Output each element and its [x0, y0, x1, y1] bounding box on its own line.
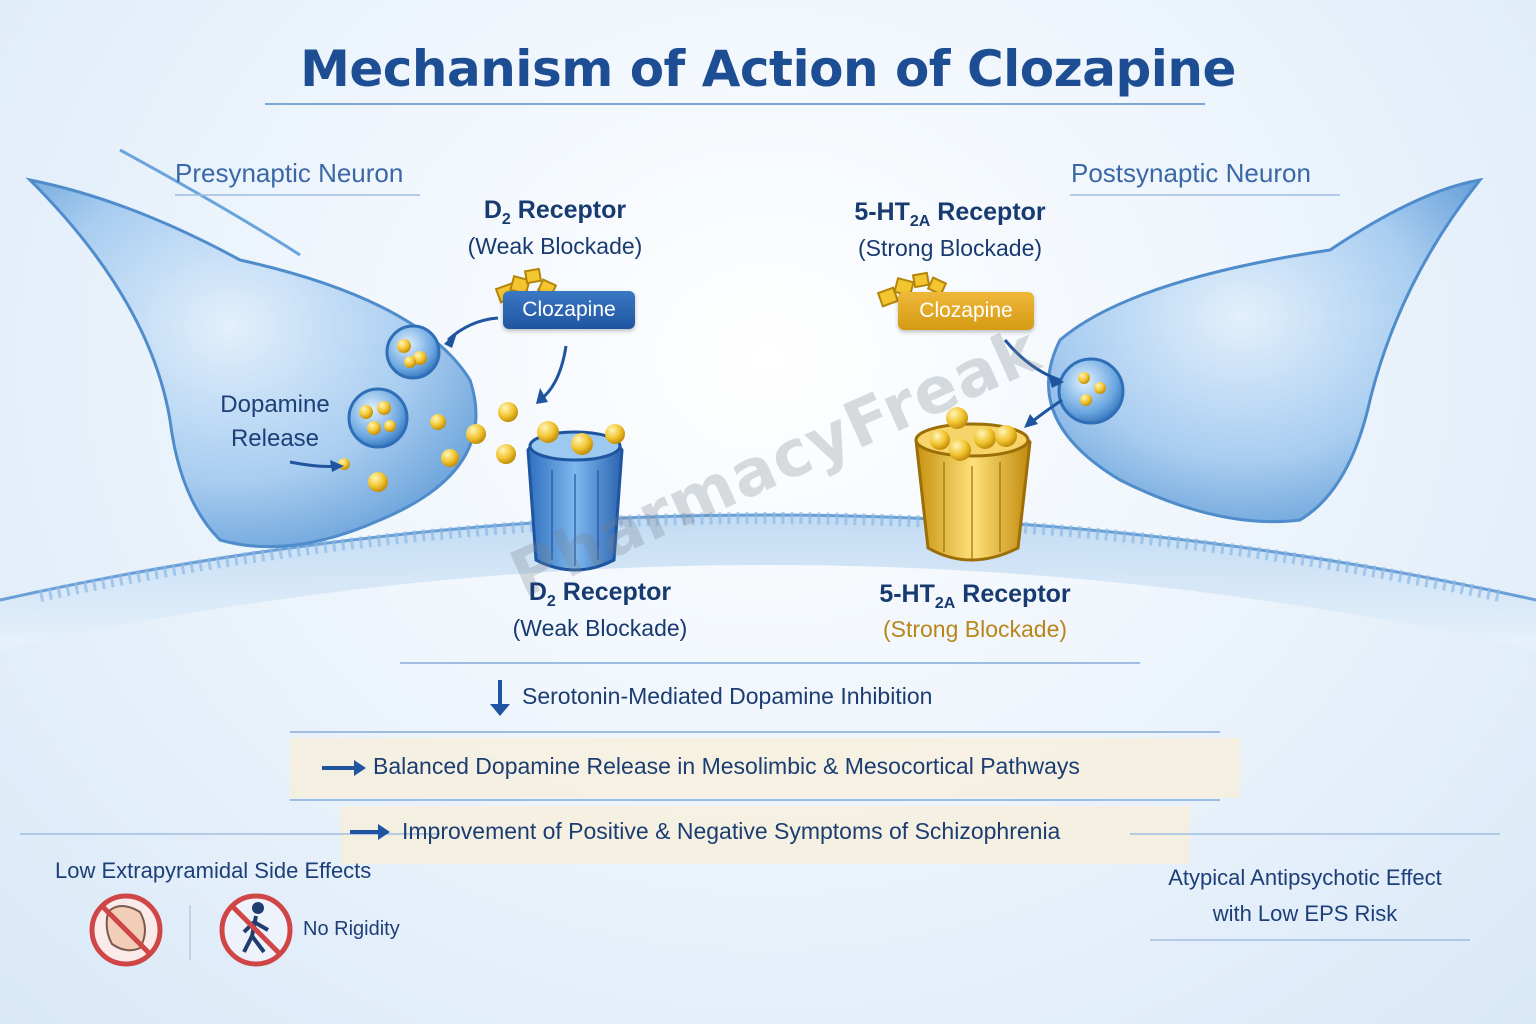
vesicle: [385, 324, 441, 380]
5ht2a-receptor-shape: [914, 407, 1032, 562]
clozapine-badge-blue: Clozapine: [503, 291, 635, 329]
clozapine-crystals-right: [876, 271, 948, 308]
d2-bottom-heading: D2 Receptor: [528, 578, 672, 610]
flow-step-1: Serotonin-Mediated Dopamine Inhibition: [522, 683, 933, 709]
vesicle: [1057, 357, 1125, 425]
d2-bottom-note: (Weak Blockade): [512, 615, 688, 641]
effect-summary: Atypical Antipsychotic Effect with Low E…: [1168, 865, 1442, 926]
postsynaptic-neuron-shape: [1047, 177, 1484, 524]
postsynaptic-membrane: [0, 515, 1536, 650]
flow-step-3: Improvement of Positive & Negative Sympt…: [402, 818, 1061, 844]
no-rigidity-label: No Rigidity: [303, 918, 400, 940]
presynaptic-neuron-label: Presynaptic Neuron: [175, 158, 404, 188]
presynaptic-neuron-shape: [25, 177, 478, 549]
d2-top-note: (Weak Blockade): [467, 233, 643, 259]
dopamine-release-label: Dopamine Release: [220, 391, 330, 452]
page-title: Mechanism of Action of Clozapine: [300, 40, 1236, 98]
d2-top-heading: D2 Receptor: [483, 196, 627, 228]
5ht2a-top-heading: 5-HT2A Receptor: [854, 198, 1046, 230]
dopamine-molecules: [338, 402, 518, 492]
postsynaptic-neuron-label: Postsynaptic Neuron: [1071, 158, 1311, 188]
d2-receptor-shape: [526, 421, 625, 572]
5ht2a-bottom-note: (Strong Blockade): [882, 616, 1068, 642]
5ht2a-top-note: (Strong Blockade): [857, 235, 1043, 261]
vesicle: [347, 387, 409, 449]
no-tremor-icon: [89, 893, 163, 967]
clozapine-badge-gold: Clozapine: [898, 292, 1034, 330]
flow-step-2: Balanced Dopamine Release in Mesolimbic …: [373, 753, 1080, 779]
5ht2a-bottom-heading: 5-HT2A Receptor: [879, 580, 1071, 612]
no-rigidity-icon: [219, 893, 293, 967]
clozapine-crystals-left: [494, 267, 558, 304]
side-effects-heading: Low Extrapyramidal Side Effects: [55, 858, 372, 883]
